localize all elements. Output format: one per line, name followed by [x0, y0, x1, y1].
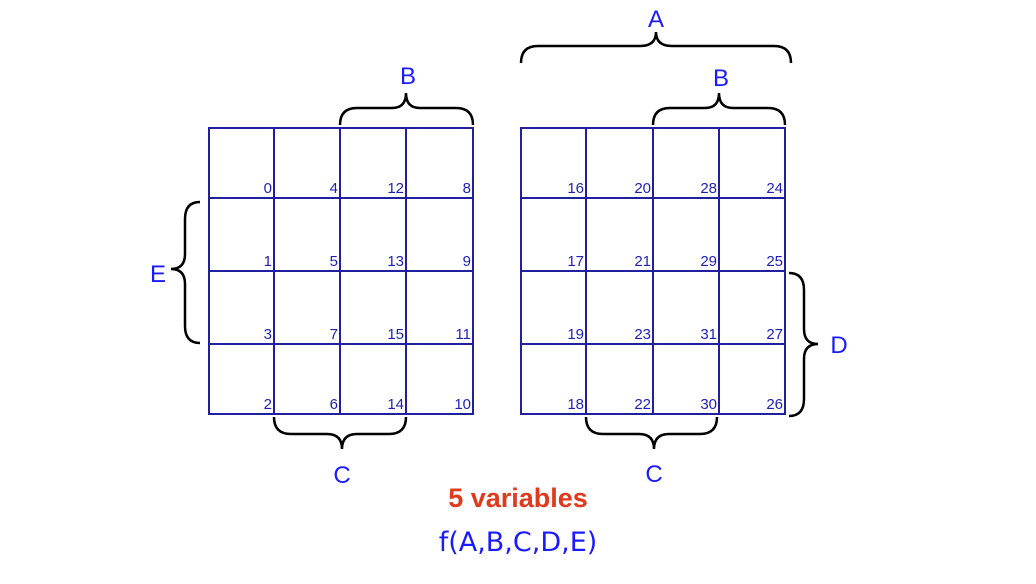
cell-minterm-number: 14 — [387, 396, 404, 413]
cell-minterm-number: 29 — [700, 253, 717, 270]
brace-a — [519, 31, 793, 64]
kmap-cell — [405, 343, 474, 415]
cell-minterm-number: 27 — [766, 326, 783, 343]
cell-minterm-number: 22 — [634, 396, 651, 413]
cell-minterm-number: 10 — [454, 396, 471, 413]
cell-minterm-number: 21 — [634, 253, 651, 270]
cell-minterm-number: 30 — [700, 396, 717, 413]
label-b-left: B — [400, 63, 416, 90]
label-a: A — [648, 6, 664, 33]
cell-minterm-number: 19 — [567, 326, 584, 343]
cell-minterm-number: 18 — [567, 396, 584, 413]
cell-minterm-number: 8 — [463, 180, 471, 197]
cell-minterm-number: 0 — [264, 180, 272, 197]
label-e: E — [150, 261, 166, 288]
label-c-right: C — [645, 461, 662, 488]
cell-minterm-number: 7 — [330, 326, 338, 343]
brace-d — [788, 271, 819, 418]
label-c-left: C — [333, 462, 350, 489]
cell-minterm-number: 31 — [700, 326, 717, 343]
kmap-cell — [718, 343, 786, 415]
cell-minterm-number: 4 — [330, 180, 338, 197]
kmap-right: 16 20 28 24 17 21 29 25 19 23 31 27 18 22 30 26 — [520, 127, 786, 415]
label-d: D — [830, 332, 847, 359]
cell-minterm-number: 3 — [264, 326, 272, 343]
cell-minterm-number: 6 — [330, 396, 338, 413]
cell-minterm-number: 9 — [463, 253, 471, 270]
cell-minterm-number: 13 — [387, 253, 404, 270]
brace-e — [170, 200, 201, 345]
cell-minterm-number: 1 — [264, 253, 272, 270]
cell-minterm-number: 17 — [567, 253, 584, 270]
cell-minterm-number: 24 — [766, 180, 783, 197]
cell-minterm-number: 15 — [387, 326, 404, 343]
cell-minterm-number: 5 — [330, 253, 338, 270]
cell-minterm-number: 25 — [766, 253, 783, 270]
cell-minterm-number: 28 — [700, 180, 717, 197]
brace-c-right — [584, 416, 719, 450]
cell-minterm-number: 11 — [455, 326, 471, 343]
label-b-right: B — [713, 65, 729, 92]
brace-b-right — [651, 92, 787, 126]
cell-minterm-number: 12 — [387, 180, 404, 197]
diagram-title: 5 variables — [448, 483, 588, 513]
function-label: f(A,B,C,D,E) — [438, 527, 598, 558]
cell-minterm-number: 16 — [567, 180, 584, 197]
brace-c-left — [272, 416, 408, 450]
cell-minterm-number: 26 — [766, 396, 783, 413]
cell-minterm-number: 20 — [634, 180, 651, 197]
brace-b-left — [338, 92, 475, 126]
cell-minterm-number: 2 — [264, 396, 272, 413]
cell-minterm-number: 23 — [634, 326, 651, 343]
